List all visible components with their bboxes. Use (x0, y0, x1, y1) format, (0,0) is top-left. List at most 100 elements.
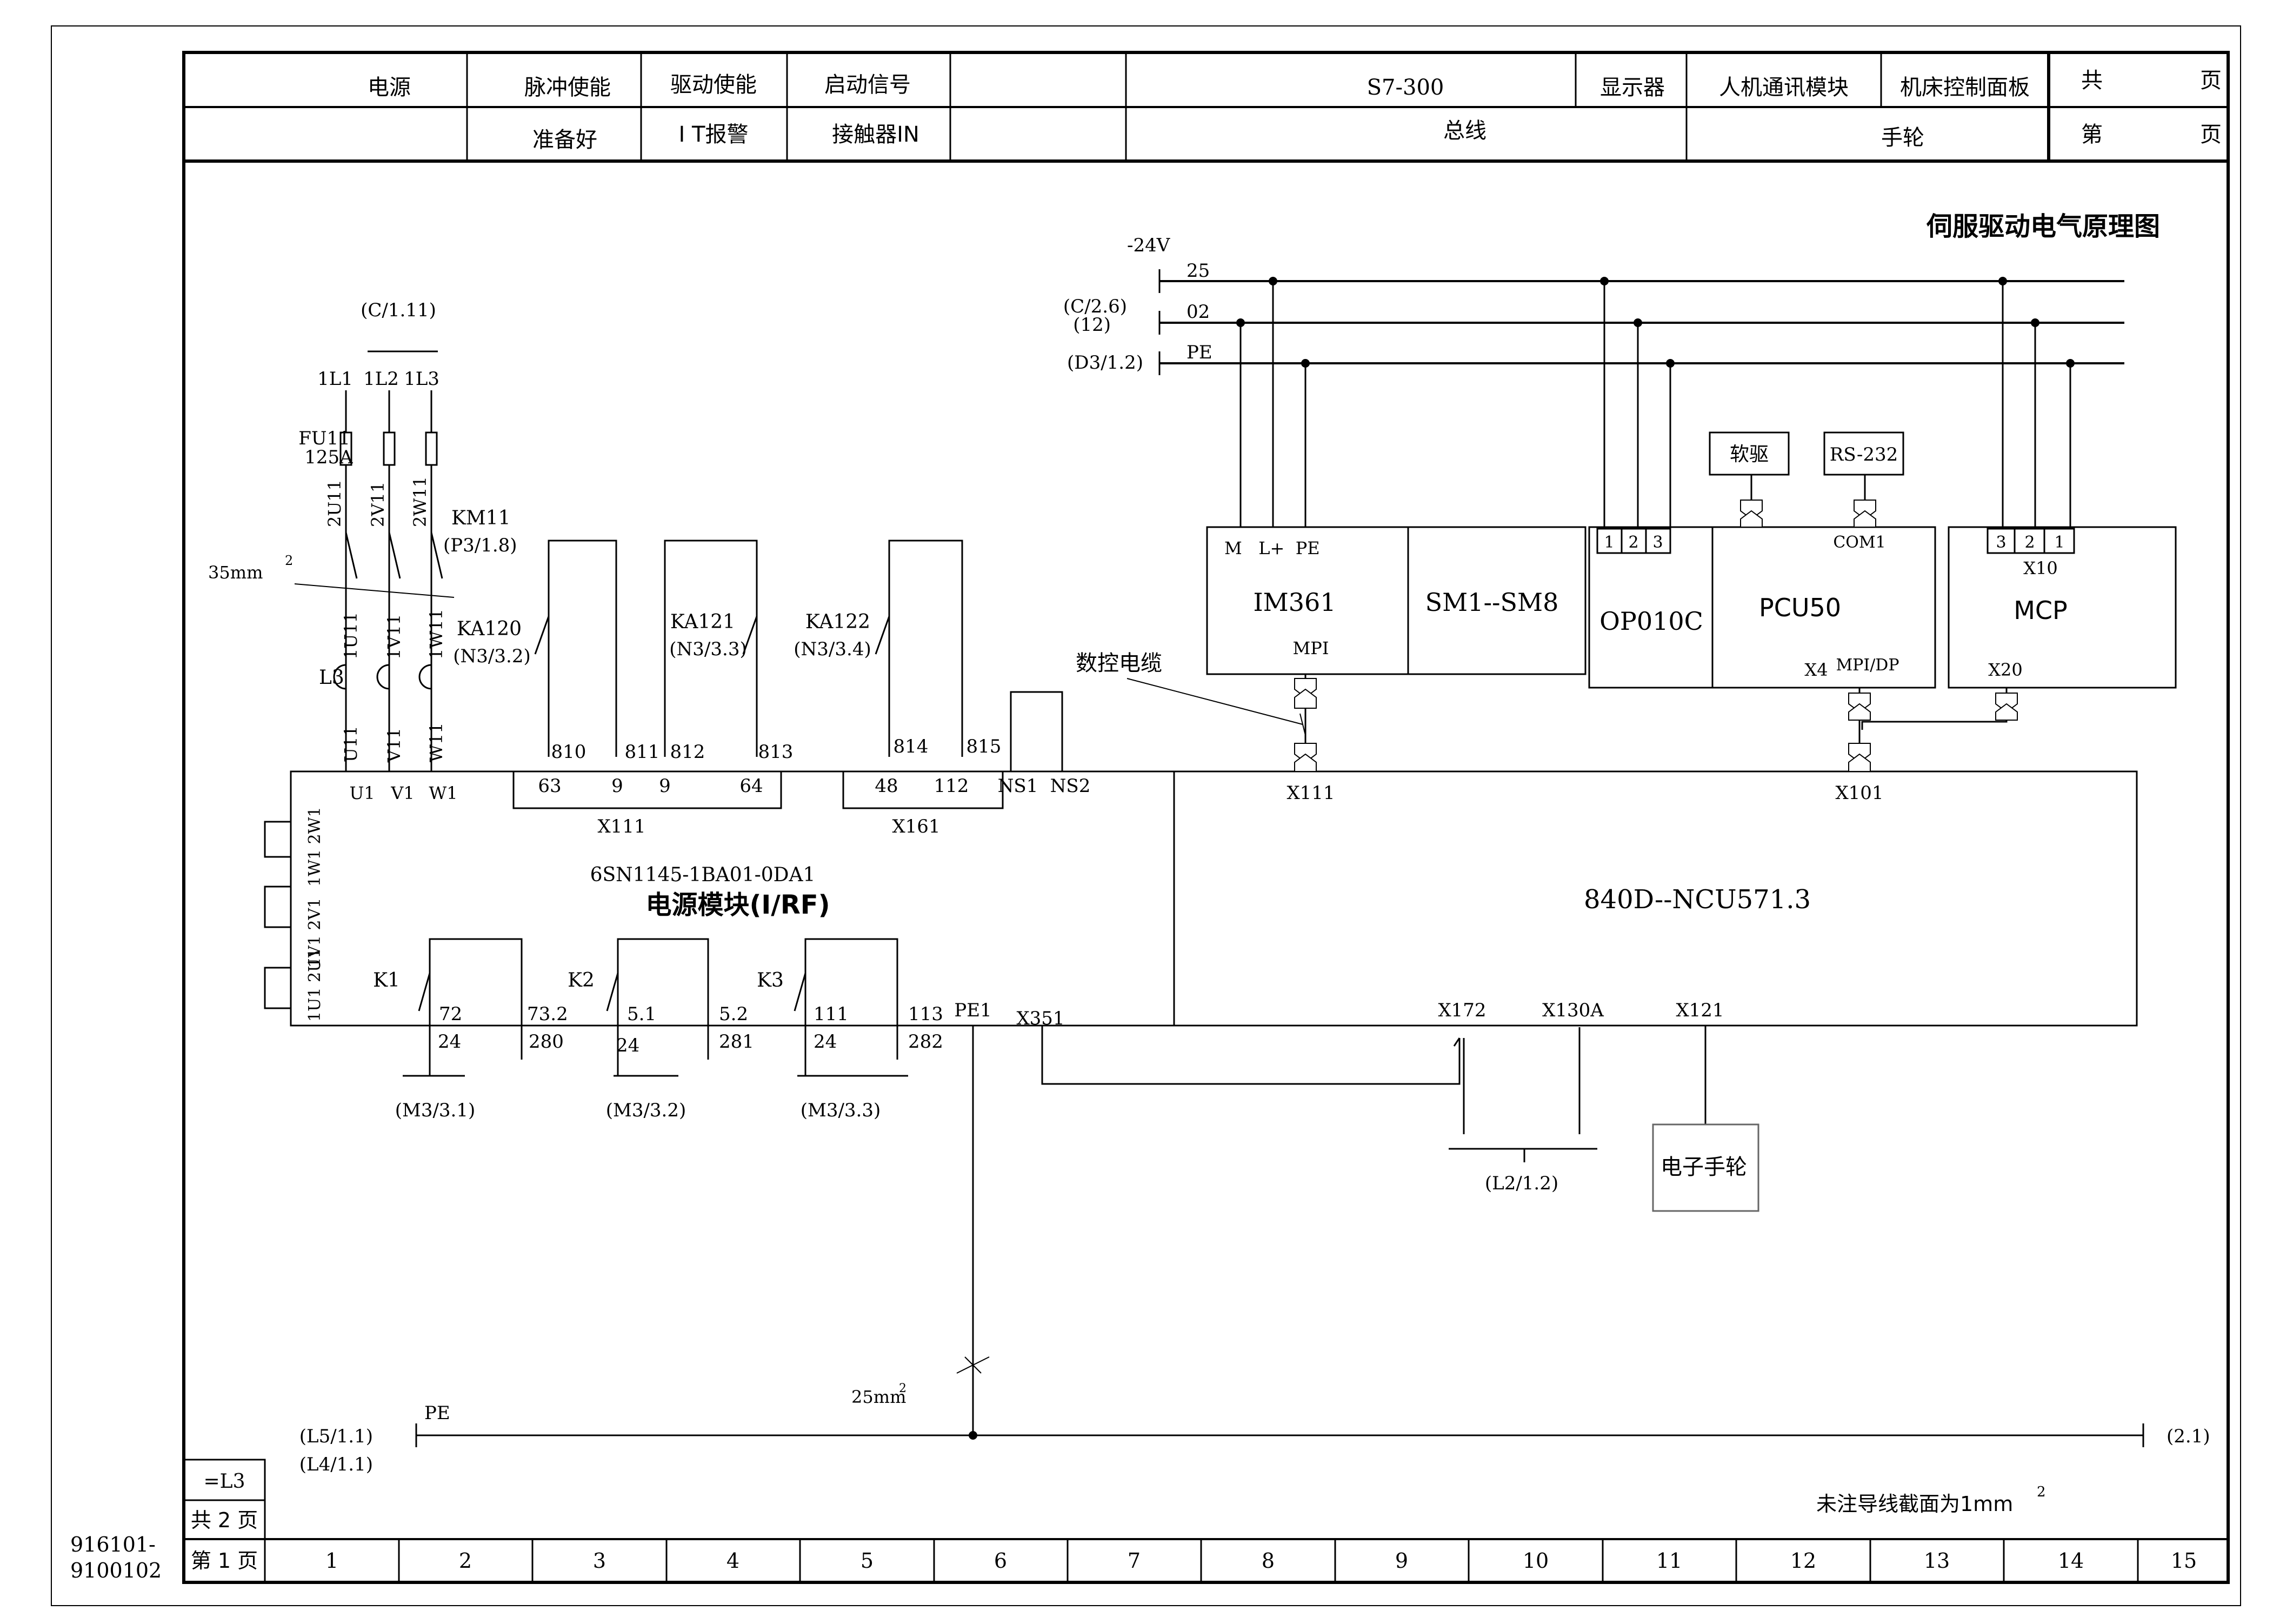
tb-bus: 总线 (1443, 118, 1487, 143)
pe-size-sup: 2 (899, 1382, 906, 1395)
cable-size-sup: 2 (285, 553, 293, 568)
module-in-w: W11 (426, 722, 446, 762)
k2-a: 5.1 (627, 1003, 656, 1025)
psu-side-u: 1U1 2U1 (305, 948, 324, 1022)
sheet-current: 第 1 页 (191, 1549, 258, 1573)
x111-t63: 63 (538, 775, 561, 797)
section-note: 未注导线截面为1mm (1816, 1492, 2013, 1516)
column-number: 5 (861, 1549, 874, 1573)
x161-t815: 815 (966, 736, 1002, 757)
column-number: 14 (2058, 1549, 2084, 1573)
x111-t810: 810 (551, 741, 586, 763)
relay-ka120-ref: (N3/3.2) (453, 645, 530, 667)
fuse-out-u: 2U11 (324, 480, 345, 527)
column-number: 10 (1523, 1549, 1549, 1573)
k3-ref: (M3/3.3) (801, 1100, 881, 1121)
column-number: 1 (325, 1549, 338, 1573)
column-number: 11 (1656, 1549, 1682, 1573)
tb-power: 电源 (368, 75, 411, 100)
phase-1l3: 1L3 (404, 368, 439, 390)
k2-ref: (M3/3.2) (606, 1100, 686, 1121)
k1-ref: (M3/3.1) (395, 1100, 476, 1121)
fuse-label: FU11 (298, 428, 350, 449)
k3-d: 282 (908, 1031, 943, 1053)
ncu-name: 840D--NCU571.3 (1584, 884, 1811, 915)
ns1-label: NS1 (998, 775, 1038, 797)
x111-t811: 811 (625, 741, 660, 763)
input-ref: (C/1.11) (361, 299, 436, 321)
pe-bus-label: PE (424, 1402, 450, 1424)
pe-ref-right: (2.1) (2167, 1426, 2210, 1447)
column-number: 2 (459, 1549, 472, 1573)
x111-t813: 813 (758, 741, 794, 763)
relay-ka121: KA121 (670, 611, 735, 633)
bus-ref-d312: (D3/1.2) (1067, 352, 1143, 374)
handwheel-box: 电子手轮 (1661, 1155, 1747, 1180)
column-number: 12 (1790, 1549, 1816, 1573)
pe-size: 25mm (851, 1387, 906, 1407)
psu-part-number: 6SN1145-1BA01-0DA1 (590, 864, 816, 886)
op-term-1: 1 (1604, 533, 1614, 552)
column-number: 9 (1395, 1549, 1408, 1573)
k1-d: 280 (529, 1031, 564, 1053)
tb-current-label: 第 (2081, 122, 2103, 147)
tb-current-unit: 页 (2200, 122, 2222, 147)
im361-label: IM361 (1253, 588, 1336, 617)
x111-t812: 812 (670, 741, 705, 763)
x161-t112: 112 (934, 775, 969, 797)
drawing-no-1: 916101- (70, 1533, 156, 1556)
k3-a: 111 (814, 1003, 849, 1025)
psu-side-v: 1V1 2V1 (305, 898, 324, 968)
fuse-out-w: 2W11 (410, 476, 430, 527)
tb-ready: 准备好 (532, 128, 597, 152)
tb-s7-300: S7-300 (1367, 75, 1444, 100)
k1-c: 24 (438, 1031, 461, 1053)
x161-label: X161 (892, 816, 940, 837)
x161-t48: 48 (875, 775, 898, 797)
k2-label: K2 (568, 969, 595, 991)
k1-b: 73.2 (527, 1003, 568, 1025)
x351-label: X351 (1016, 1008, 1064, 1029)
tb-start-signal: 启动信号 (824, 72, 911, 97)
tb-handwheel: 手轮 (1881, 125, 1924, 150)
relay-ka121-ref: (N3/3.3) (669, 638, 746, 660)
term-u1: U1 (349, 783, 375, 803)
relay-ka122-ref: (N3/3.4) (794, 638, 871, 660)
tb-drive-enable: 驱动使能 (670, 72, 757, 97)
k3-b: 113 (908, 1003, 943, 1025)
tb-total-label: 共 (2081, 68, 2103, 93)
phase-1l2: 1L2 (363, 368, 399, 390)
outer-border (51, 25, 2241, 1606)
mcp-x10: X10 (2023, 558, 2058, 578)
reactor-label: L3 (319, 667, 344, 689)
reactor-in-v: 1V11 (384, 614, 404, 660)
bus-wire-pe: PE (1187, 342, 1212, 363)
bus-wire-02: 02 (1187, 301, 1210, 323)
column-number: 7 (1128, 1549, 1141, 1573)
psu-name: 电源模块(I/RF) (645, 890, 830, 920)
drawing-frame (182, 51, 2230, 1584)
ncu-x101: X101 (1835, 782, 1883, 804)
x111-label: X111 (597, 816, 645, 837)
x111-t9a: 9 (611, 775, 623, 797)
nc-cable-label: 数控电缆 (1076, 651, 1162, 676)
pcu-label: PCU50 (1759, 593, 1841, 622)
bus-ref-c26: (C/2.6) (1063, 296, 1127, 317)
mcp-term-3: 3 (1996, 533, 2006, 552)
ncu-x121: X121 (1676, 1000, 1724, 1021)
sheet-tag: =L3 (204, 1470, 245, 1493)
pe1-label: PE1 (954, 1000, 991, 1021)
x111-t64: 64 (739, 775, 763, 797)
column-number: 15 (2171, 1549, 2197, 1573)
relay-ka122: KA122 (805, 611, 870, 633)
k1-label: K1 (373, 969, 400, 991)
fuse-rating: 125A (304, 447, 353, 468)
column-number: 8 (1262, 1549, 1275, 1573)
module-in-v: V11 (384, 728, 404, 763)
k2-c: 24 (616, 1035, 639, 1056)
tb-total-unit: 页 (2200, 68, 2222, 93)
drawing-no-2: 9100102 (70, 1559, 162, 1582)
soft-drive-box: 软驱 (1730, 443, 1769, 465)
bus-wire-25: 25 (1187, 260, 1210, 282)
drawing-title: 伺服驱动电气原理图 (1926, 211, 2160, 242)
